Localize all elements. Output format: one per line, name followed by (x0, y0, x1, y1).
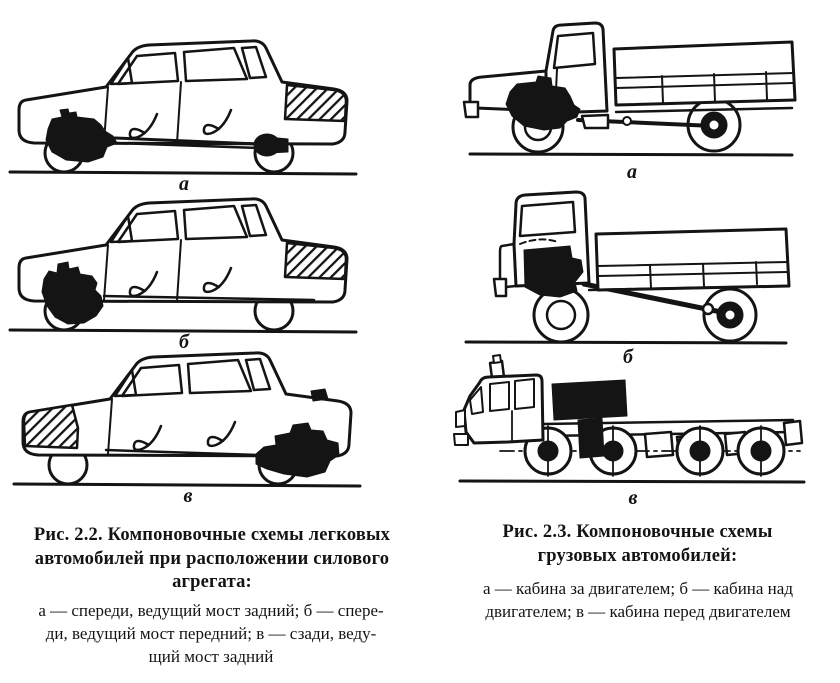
truck-scheme-a: а (462, 14, 802, 182)
description-line: ди, ведущий мост передний; в — сзади, ве… (45, 624, 377, 644)
car-scheme-v-label: в (183, 485, 193, 507)
car-rear-engine-rear-drive-illustration (12, 351, 362, 488)
truck-scheme-a-label: а (627, 161, 637, 183)
caption-line: Рис. 2.2. Компоновочные схемы легковых (33, 525, 391, 545)
car-scheme-a: а (4, 26, 364, 194)
car-front-engine-front-drive-illustration (8, 197, 358, 334)
truck-scheme-v-label: в (628, 487, 638, 509)
caption-line: агрегата: (172, 572, 252, 593)
figure-2-2-description: а — спереди, ведущий мост задний; б — сп… (0, 599, 422, 668)
description-line: а — кабина за двигателем; б — кабина над (483, 579, 793, 598)
caption-line: автомобилей при расположении силового (34, 548, 390, 569)
truck-cab-over-engine-illustration (464, 190, 791, 345)
description-line: щий мост задний (148, 647, 274, 667)
car-front-engine-rear-drive-illustration (8, 39, 358, 176)
figure-2-3-caption: Рис. 2.3. Компоновочные схемы грузовых а… (445, 521, 830, 568)
car-scheme-a-label: а (179, 173, 189, 195)
truck-scheme-b: б (458, 184, 798, 367)
car-scheme-b: б (4, 184, 364, 352)
car-scheme-v: в (8, 338, 368, 506)
truck-scheme-b-label: б (623, 346, 633, 368)
car-scheme-b-label: б (179, 331, 189, 353)
description-line: а — спереди, ведущий мост задний; б — сп… (38, 601, 384, 620)
caption-line: грузовых автомобилей: (537, 545, 738, 566)
truck-scheme-v: в (448, 350, 818, 508)
truck-cab-behind-engine-illustration (462, 21, 797, 157)
caption-line: Рис. 2.3. Компоновочные схемы (502, 522, 773, 542)
description-line: двигателем; в — кабина перед двигателем (485, 602, 791, 622)
figure-2-3-description: а — кабина за двигателем; б — кабина над… (440, 577, 836, 623)
figure-2-2-caption: Рис. 2.2. Компоновочные схемы легковых а… (8, 524, 416, 595)
truck-cab-before-engine-illustration (453, 354, 806, 484)
